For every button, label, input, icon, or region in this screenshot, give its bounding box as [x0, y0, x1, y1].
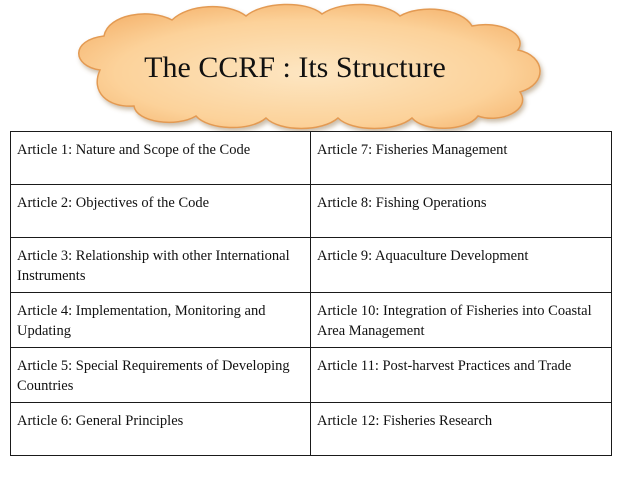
- table-cell-right: Article 12: Fisheries Research: [310, 402, 612, 456]
- title-cloud: [0, 0, 638, 132]
- table-row: Article 3: Relationship with other Inter…: [10, 237, 612, 293]
- table-cell-left: Article 3: Relationship with other Inter…: [10, 237, 311, 293]
- table-cell-right: Article 10: Integration of Fisheries int…: [310, 292, 612, 348]
- table-cell-right: Article 9: Aquaculture Development: [310, 237, 612, 293]
- table-cell-right: Article 7: Fisheries Management: [310, 131, 612, 185]
- table-row: Article 6: General Principles Article 12…: [10, 402, 612, 456]
- cloud-shape: [78, 3, 541, 130]
- table-cell-right: Article 11: Post-harvest Practices and T…: [310, 347, 612, 403]
- table-row: Article 1: Nature and Scope of the Code …: [10, 131, 612, 185]
- table-row: Article 5: Special Requirements of Devel…: [10, 347, 612, 403]
- articles-table: Article 1: Nature and Scope of the Code …: [10, 131, 612, 456]
- table-row: Article 2: Objectives of the Code Articl…: [10, 184, 612, 238]
- table-cell-left: Article 4: Implementation, Monitoring an…: [10, 292, 311, 348]
- table-cell-left: Article 6: General Principles: [10, 402, 311, 456]
- table-cell-left: Article 2: Objectives of the Code: [10, 184, 311, 238]
- slide-title: The CCRF : Its Structure: [144, 51, 446, 84]
- table-cell-right: Article 8: Fishing Operations: [310, 184, 612, 238]
- cloud-body: [78, 3, 541, 130]
- table-row: Article 4: Implementation, Monitoring an…: [10, 292, 612, 348]
- table-cell-left: Article 5: Special Requirements of Devel…: [10, 347, 311, 403]
- table-cell-left: Article 1: Nature and Scope of the Code: [10, 131, 311, 185]
